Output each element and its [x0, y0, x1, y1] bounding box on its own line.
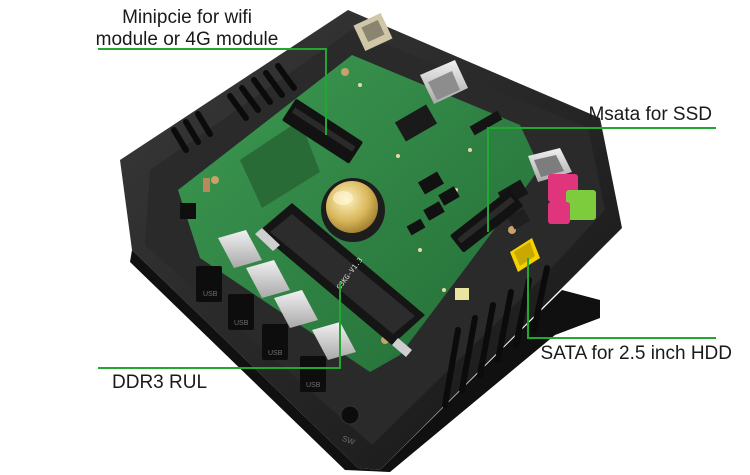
- usb-port-icon: USB: [262, 290, 318, 360]
- ddr3-callout: DDR3 RUL: [112, 372, 208, 393]
- switch-label: SW: [341, 434, 357, 447]
- board-components: [180, 104, 531, 300]
- usb-port-icon: USB: [228, 260, 290, 330]
- usb-connectors: USB USB USB USB: [196, 230, 356, 392]
- power-switch-icon: SW: [340, 405, 360, 447]
- msata-callout-line: [487, 127, 716, 232]
- minipcie-callout-line: [98, 48, 327, 135]
- usb-label: USB: [203, 291, 218, 298]
- callout-lines: [98, 48, 716, 369]
- usb-label: USB: [234, 320, 249, 327]
- ethernet-port-icon: [420, 60, 468, 104]
- ddr3-callout-line: [98, 282, 341, 369]
- sata-connector: [510, 238, 540, 272]
- audio-jack-icon: [548, 174, 596, 224]
- ddr3-sodimm-slot: G3KG-V1.3: [255, 203, 425, 357]
- sata-callout: SATA for 2.5 inch HDD: [540, 343, 732, 364]
- display-port: [528, 148, 572, 182]
- minipcie-callout-line-2: module or 4G module: [95, 29, 279, 50]
- usb-port-icon: USB: [300, 322, 356, 392]
- dc-jack: [353, 12, 393, 52]
- sata-callout-line: [527, 258, 716, 339]
- usb-label: USB: [268, 350, 283, 357]
- cmos-battery: [321, 178, 385, 242]
- usb-label: USB: [306, 382, 321, 389]
- minipcie-callout: Minipcie for wifi module or 4G module: [82, 7, 292, 51]
- msata-callout: Msata for SSD: [588, 104, 712, 125]
- minipcie-callout-line-1: Minipcie for wifi: [122, 7, 252, 28]
- msata-slot: [450, 189, 523, 253]
- minipcie-slot: [282, 99, 363, 164]
- usb-port-icon: USB: [196, 230, 262, 302]
- chassis-vents: [171, 63, 550, 408]
